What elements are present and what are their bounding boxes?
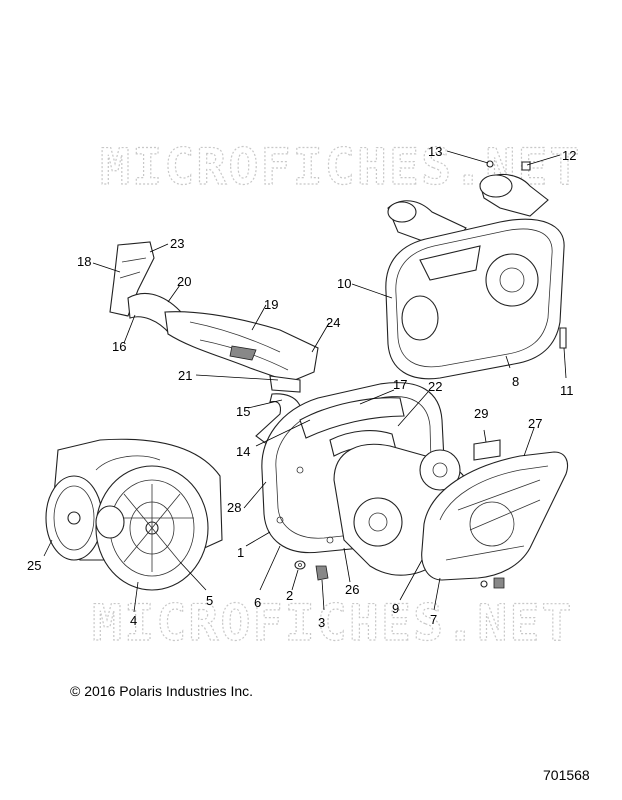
outlet-ducts bbox=[387, 160, 549, 247]
callout-16: 16 bbox=[112, 339, 126, 354]
callout-8: 8 bbox=[512, 374, 519, 389]
clutch-cover-7 bbox=[421, 451, 569, 589]
primary-clutch bbox=[45, 438, 223, 591]
nut-3 bbox=[315, 565, 329, 581]
callout-11: 11 bbox=[560, 383, 574, 398]
callout-18: 18 bbox=[77, 254, 91, 269]
callout-23: 23 bbox=[170, 236, 184, 251]
callout-28: 28 bbox=[227, 500, 241, 515]
callouts: 13 12 23 18 20 10 19 24 16 21 8 11 17 22… bbox=[27, 144, 576, 630]
washer-2 bbox=[294, 560, 306, 570]
intake-tube bbox=[164, 311, 319, 393]
callout-10: 10 bbox=[337, 276, 351, 291]
callout-13: 13 bbox=[428, 144, 442, 159]
callout-15: 15 bbox=[236, 404, 250, 419]
callout-24: 24 bbox=[326, 315, 340, 330]
copyright-notice: © 2016 Polaris Industries Inc. bbox=[70, 683, 254, 699]
decal-29 bbox=[473, 439, 501, 461]
callout-12: 12 bbox=[562, 148, 576, 163]
callout-5: 5 bbox=[206, 593, 213, 608]
callout-7: 7 bbox=[430, 612, 437, 627]
leader-lines bbox=[43, 150, 567, 613]
callout-20: 20 bbox=[177, 274, 191, 289]
callout-19: 19 bbox=[264, 297, 278, 312]
callout-9: 9 bbox=[392, 601, 399, 616]
callout-17: 17 bbox=[393, 377, 407, 392]
callout-14: 14 bbox=[236, 444, 250, 459]
diagram-number: 701568 bbox=[543, 767, 590, 783]
callout-25: 25 bbox=[27, 558, 41, 573]
bolt-11 bbox=[559, 327, 567, 349]
callout-4: 4 bbox=[130, 613, 137, 628]
callout-27: 27 bbox=[528, 416, 542, 431]
callout-3: 3 bbox=[318, 615, 325, 630]
callout-26: 26 bbox=[345, 582, 359, 597]
callout-22: 22 bbox=[428, 379, 442, 394]
callout-2: 2 bbox=[286, 588, 293, 603]
callout-1: 1 bbox=[237, 545, 244, 560]
callout-29: 29 bbox=[474, 406, 488, 421]
callout-21: 21 bbox=[178, 368, 192, 383]
outer-clutch-cover bbox=[385, 218, 565, 380]
callout-6: 6 bbox=[254, 595, 261, 610]
watermark-bottom: MICROFICHES.NET bbox=[92, 594, 574, 652]
